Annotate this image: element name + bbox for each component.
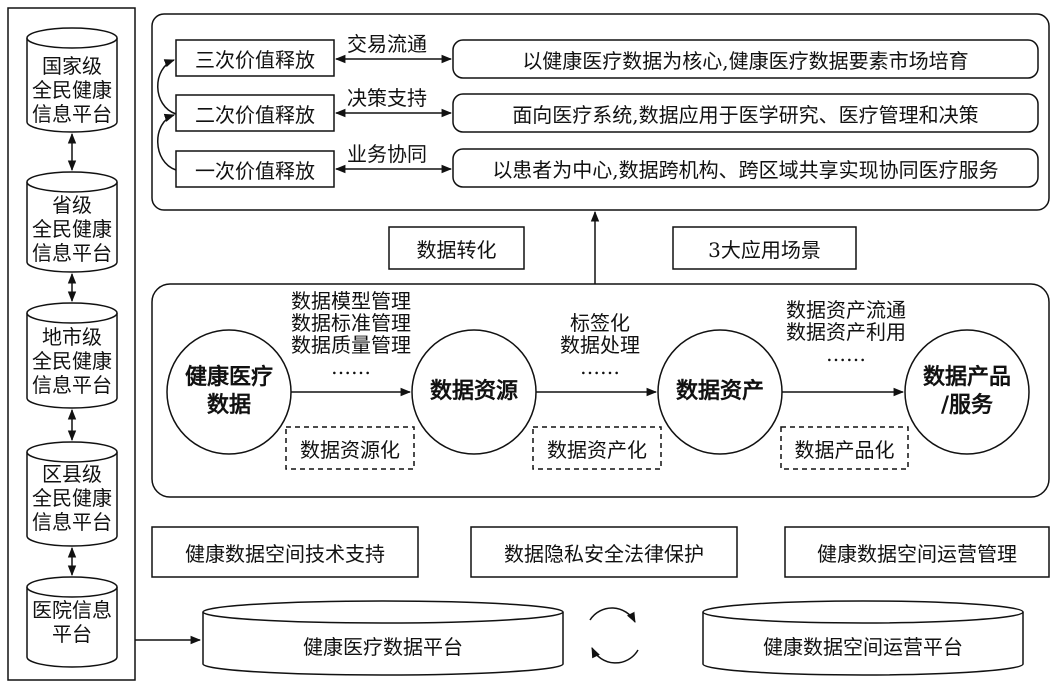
- desc-box-second: [452, 93, 1039, 133]
- support-box-1: [151, 526, 419, 578]
- stage-product-label: 数据产品化: [794, 437, 895, 462]
- desc-first: 以患者为中心,数据跨机构、跨区域共享实现协同医疗服务: [492, 157, 999, 182]
- node-data-resource-label: 数据资源: [429, 379, 518, 404]
- left-column-frame: [7, 7, 136, 681]
- edge-note-2: 标签化 数据处理 ……: [560, 311, 640, 379]
- level-city-label: 地市级 全民健康 信息平台: [32, 325, 112, 397]
- link-label-decision: 决策支持: [347, 86, 427, 110]
- support-ops-label: 健康数据空间运营管理: [817, 541, 1017, 566]
- level-county-label: 区县级 全民健康 信息平台: [32, 462, 112, 534]
- node-health-data-label: 健康医疗 数据: [184, 365, 273, 418]
- level-provincial-label: 省级 全民健康 信息平台: [32, 193, 112, 265]
- db-county: [26, 441, 118, 547]
- link-label-trade: 交易流通: [347, 32, 427, 56]
- support-legal-label: 数据隐私安全法律保护: [504, 541, 704, 566]
- node-data-asset-label: 数据资产: [675, 379, 764, 404]
- box-scenarios: [672, 226, 857, 270]
- data-flow-panel: [151, 283, 1050, 498]
- stage-resource-label: 数据资源化: [300, 437, 400, 462]
- box-second-release: [175, 94, 335, 132]
- level-national-label: 国家级 全民健康 信息平台: [32, 54, 112, 126]
- support-box-2: [470, 526, 738, 578]
- value-release-panel: [151, 13, 1050, 211]
- second-release-label: 二次价值释放: [195, 102, 315, 127]
- platform-left-shape: [202, 600, 564, 676]
- level-hospital-label: 医院信息 平台: [32, 598, 112, 646]
- curve-second-to-third: [157, 59, 177, 115]
- node-data-product-label: 数据产品 /服务: [922, 365, 1011, 418]
- cycle-arrows-icon: [589, 607, 639, 664]
- db-provincial: [26, 171, 118, 273]
- edge-note-3: 数据资产流通 数据资产利用 ……: [786, 298, 906, 366]
- support-tech-label: 健康数据空间技术支持: [185, 541, 385, 566]
- desc-second: 面向医疗系统,数据应用于医学研究、医疗管理和决策: [512, 102, 979, 127]
- platform-right-label: 健康数据空间运营平台: [763, 634, 963, 659]
- data-transform-label: 数据转化: [416, 237, 497, 262]
- desc-third: 以健康医疗数据为核心,健康医疗数据要素市场培育: [522, 48, 969, 73]
- platform-right-shape: [702, 600, 1024, 676]
- db-hospital: [26, 576, 118, 668]
- support-box-3: [784, 526, 1050, 578]
- curve-first-to-second: [157, 113, 177, 171]
- stage-box-1: [285, 426, 415, 470]
- first-release-label: 一次价值释放: [195, 158, 315, 183]
- scenarios-label: 3大应用场景: [708, 237, 821, 262]
- stage-box-2: [532, 426, 662, 470]
- platform-left-label: 健康医疗数据平台: [303, 634, 463, 659]
- db-city: [26, 302, 118, 409]
- link-label-business: 业务协同: [347, 142, 427, 166]
- third-release-label: 三次价值释放: [195, 47, 315, 72]
- stage-asset-label: 数据资产化: [547, 437, 647, 462]
- box-first-release: [175, 150, 335, 188]
- edge-note-1: 数据模型管理 数据标准管理 数据质量管理 ……: [291, 289, 411, 379]
- db-national: [26, 27, 118, 133]
- stage-box-3: [780, 426, 909, 470]
- box-third-release: [175, 39, 335, 77]
- box-data-transform: [388, 226, 525, 270]
- desc-box-third: [452, 39, 1039, 79]
- desc-box-first: [452, 148, 1039, 188]
- node-data-product: [904, 329, 1030, 455]
